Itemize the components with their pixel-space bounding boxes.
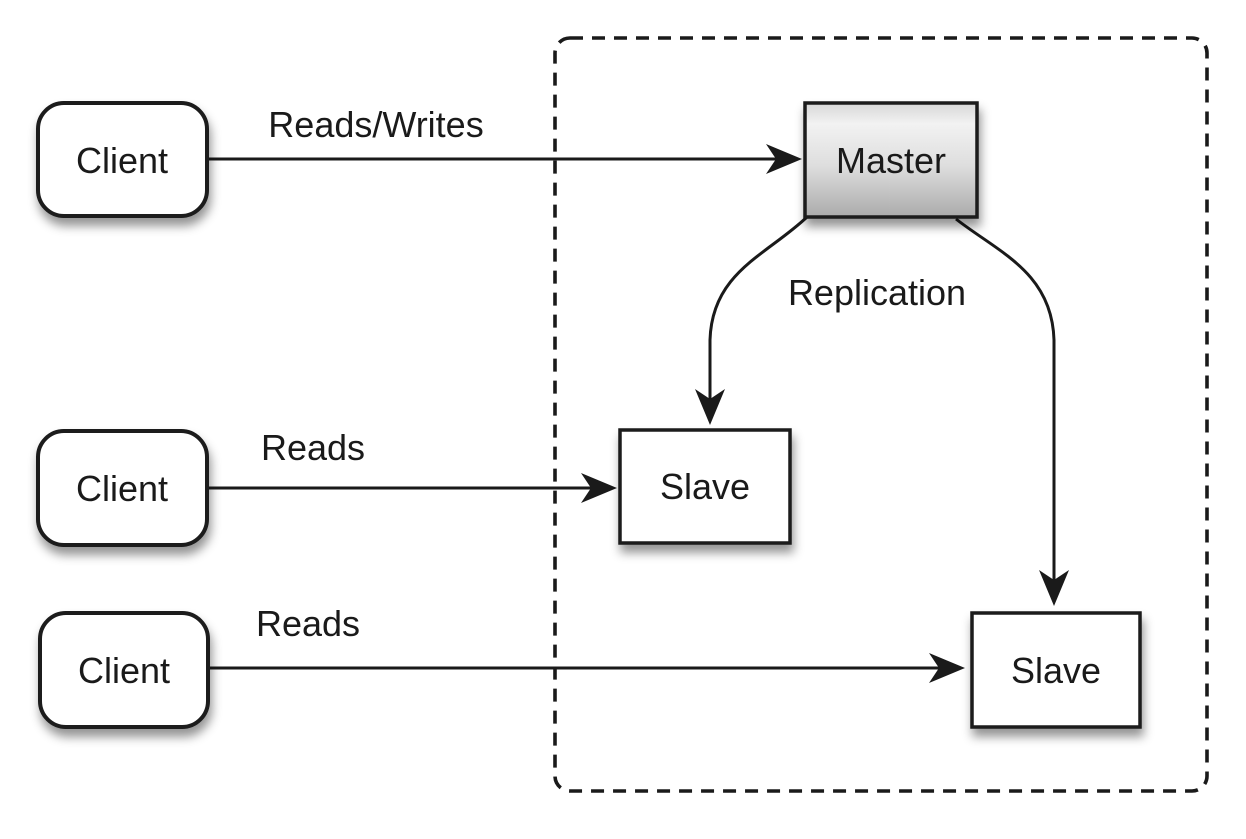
client-label: Client [78,650,170,691]
client-label: Client [76,468,168,509]
replication-label: Replication [788,272,966,313]
master-box [803,101,979,219]
edge-master-slaves-replication: Replication [695,215,1069,606]
edge-client1-master: Reads/Writes [206,104,802,174]
client-box [36,429,209,547]
client-node-2: Client [36,429,209,547]
slave-node-2: Slave [970,611,1142,729]
client-label: Client [76,140,168,181]
cluster-boundary [553,36,1209,793]
client-node-1: Client [36,101,209,218]
arrowhead-right-icon [581,473,617,503]
edge-client3-slave2: Reads [208,603,965,683]
edge-client2-slave1: Reads [208,427,617,503]
client-node-3: Client [38,611,210,729]
arrowhead-down-icon [695,389,725,425]
master-node: Master [803,101,979,219]
arrowhead-down-icon [1039,570,1069,606]
reads-top-label: Reads [261,427,365,468]
arrowhead-right-icon [766,144,802,174]
reads-bottom-label: Reads [256,603,360,644]
slave-node-1: Slave [618,428,792,545]
slave-box [970,611,1142,729]
slave-box [618,428,792,545]
arrowhead-right-icon [929,653,965,683]
client-box [36,101,209,218]
client-box [38,611,210,729]
slave-label: Slave [1011,650,1101,691]
reads-writes-label: Reads/Writes [268,104,483,145]
slave-label: Slave [660,466,750,507]
replication-curve-right [955,217,1056,582]
replication-curve-left [708,215,809,401]
master-label: Master [836,140,946,181]
